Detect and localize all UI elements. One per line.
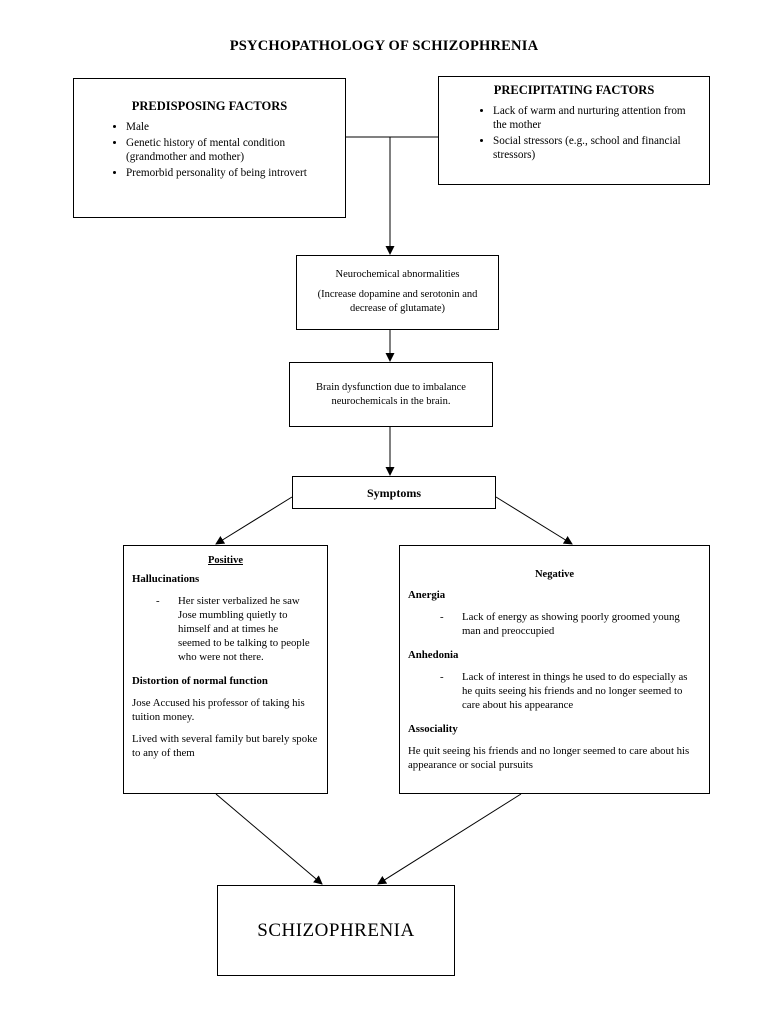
anhedonia-text: Lack of interest in things he used to do… <box>462 671 688 711</box>
positive-symptoms-box: Positive Hallucinations - Her sister ver… <box>123 545 328 794</box>
predisposing-heading: PREDISPOSING FACTORS <box>131 99 288 113</box>
distortion-heading: Distortion of normal function <box>132 675 268 687</box>
precipitating-factors-box: PRECIPITATING FACTORS Lack of warm and n… <box>438 76 710 185</box>
brain-dysfunction-text: Brain dysfunction due to imbalance neuro… <box>316 382 466 407</box>
list-item: Male <box>126 120 345 134</box>
dash-marker: - <box>156 595 160 607</box>
list-item: Premorbid personality of being introvert <box>126 166 345 180</box>
hallucinations-text: Her sister verbalized he saw Jose mumbli… <box>178 595 310 663</box>
negative-heading: Negative <box>534 569 575 580</box>
arrow-symptoms-to-positive <box>215 496 293 545</box>
hallucinations-item: - Her sister verbalized he saw Jose mumb… <box>132 594 319 664</box>
neurochemical-title: Neurochemical abnormalities <box>335 269 460 280</box>
positive-heading: Positive <box>208 555 243 566</box>
neurochemical-box: Neurochemical abnormalities (Increase do… <box>296 255 499 330</box>
negative-symptoms-box: Negative Anergia - Lack of energy as sho… <box>399 545 710 794</box>
precipitating-list: Lack of warm and nurturing attention fro… <box>439 104 709 162</box>
dash-marker: - <box>440 611 444 623</box>
predisposing-list: Male Genetic history of mental condition… <box>74 120 345 180</box>
neurochemical-detail: (Increase dopamine and serotonin and dec… <box>317 289 478 314</box>
hallucinations-heading: Hallucinations <box>132 573 200 585</box>
schizophrenia-box: SCHIZOPHRENIA <box>217 885 455 976</box>
anergia-item: - Lack of energy as showing poorly groom… <box>408 610 701 638</box>
dash-marker: - <box>440 671 444 683</box>
anhedonia-heading: Anhedonia <box>408 649 459 661</box>
list-item: Social stressors (e.g., school and finan… <box>493 134 699 162</box>
associality-heading: Associality <box>408 723 458 735</box>
list-item: Genetic history of mental condition (gra… <box>126 136 345 164</box>
page-title: PSYCHOPATHOLOGY OF SCHIZOPHRENIA <box>229 38 539 54</box>
brain-dysfunction-box: Brain dysfunction due to imbalance neuro… <box>289 362 493 427</box>
associality-text: He quit seeing his friends and no longer… <box>408 745 690 771</box>
arrow-symptoms-to-negative <box>495 496 573 545</box>
schizophrenia-label: SCHIZOPHRENIA <box>257 920 415 941</box>
predisposing-factors-box: PREDISPOSING FACTORS Male Genetic histor… <box>73 78 346 218</box>
arrow-negative-to-schizophrenia <box>377 793 522 885</box>
anergia-heading: Anergia <box>408 589 446 601</box>
symptoms-box: Symptoms <box>292 476 496 509</box>
distortion-text-1: Jose Accused his professor of taking his… <box>132 697 305 723</box>
arrow-positive-to-schizophrenia <box>215 793 323 885</box>
anergia-text: Lack of energy as showing poorly groomed… <box>462 611 680 637</box>
symptoms-label: Symptoms <box>366 486 421 500</box>
list-item: Lack of warm and nurturing attention fro… <box>493 104 699 132</box>
distortion-text-2: Lived with several family but barely spo… <box>132 733 318 759</box>
precipitating-heading: PRECIPITATING FACTORS <box>493 83 655 97</box>
anhedonia-item: - Lack of interest in things he used to … <box>408 670 701 712</box>
